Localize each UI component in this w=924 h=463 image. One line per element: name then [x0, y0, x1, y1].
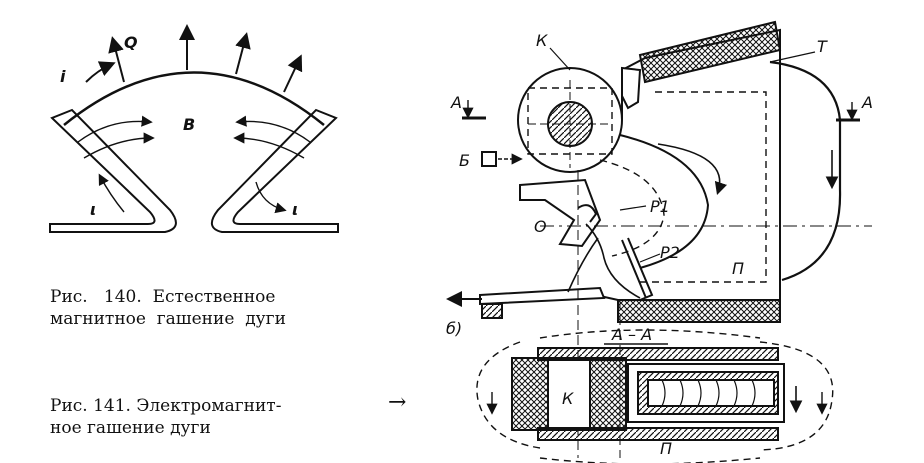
- label-plate2: Р2: [660, 243, 680, 262]
- right-horn-electrode: [211, 108, 339, 233]
- coil-section-right: [589, 357, 627, 431]
- arc-curve: [63, 71, 325, 126]
- label-section-right: А: [861, 93, 873, 112]
- label-section-left: А: [450, 93, 462, 112]
- plate-p1-inner: [599, 159, 665, 257]
- leader-p2: [639, 253, 661, 263]
- fig141-caption-line1: Рис. 141. Электромагнит-: [50, 396, 282, 416]
- upper-contact: [621, 66, 642, 110]
- section-flux-mid: [539, 329, 761, 339]
- terminal-block: [481, 303, 503, 319]
- heat-arrow-4: [283, 54, 303, 93]
- heat-arrow-3: [235, 32, 251, 75]
- flux-arrow-left: [657, 143, 728, 196]
- label-axis: О: [534, 217, 547, 236]
- moving-contact: [519, 178, 602, 248]
- lead-wire: [567, 237, 599, 293]
- label-pole-section: П: [660, 439, 672, 458]
- plate-p1: [619, 134, 710, 269]
- fig141-caption-line2: ное гашение дуги: [50, 418, 211, 438]
- bottom-bar: [479, 286, 606, 306]
- fig140-caption-line2: магнитное гашение дуги: [50, 309, 286, 329]
- coil-section-left: [511, 357, 549, 431]
- fig141-pointer-arrow: →: [388, 390, 407, 415]
- pole-top: [537, 347, 779, 361]
- chute-baffles: [661, 379, 756, 407]
- current-arrow-arc: [85, 61, 116, 83]
- fig140-caption-line1: Рис. 140. Естественное: [50, 287, 276, 307]
- label-pole: П: [732, 259, 744, 278]
- label-block: Б: [459, 151, 470, 170]
- field-line-3: [235, 115, 311, 143]
- label-field: B: [183, 115, 195, 134]
- label-current-left: ι: [90, 200, 96, 219]
- label-subfig: б): [446, 319, 462, 338]
- section-flux-left: [476, 341, 541, 449]
- fig141-section: [476, 329, 834, 463]
- left-horn-electrode: [49, 108, 177, 233]
- leader-k: [549, 47, 571, 71]
- section-flux-right: [759, 341, 834, 451]
- label-heat: Q: [124, 33, 138, 52]
- contact-tip: [577, 204, 598, 223]
- label-current-top: i: [60, 67, 66, 86]
- label-coil: К: [536, 31, 548, 50]
- label-coil-section: К: [562, 389, 574, 408]
- current-arrow-left: [98, 173, 125, 213]
- section-flux-bottom: [539, 457, 761, 463]
- field-line-4: [233, 132, 305, 159]
- runner-p2b: [621, 239, 647, 299]
- label-current-right: ι: [292, 200, 298, 219]
- field-line-1: [77, 115, 153, 143]
- heat-arrow-1: [108, 36, 125, 83]
- field-line-2: [83, 132, 155, 159]
- current-arrow-right: [255, 181, 287, 214]
- pole-bottom: [537, 427, 779, 441]
- label-section-title: А – А: [611, 325, 652, 344]
- coil-section-gap: [547, 357, 591, 431]
- fig141-diagram: [446, 20, 872, 458]
- arc-path: [585, 223, 641, 299]
- leader-p1: [619, 205, 647, 211]
- flux-arrow-right: [769, 60, 842, 282]
- label-transformer: Т: [817, 37, 828, 56]
- block-b: [481, 151, 497, 167]
- bottom-insulation: [617, 299, 781, 323]
- pole-dashed-outline: [640, 91, 767, 283]
- top-insulation: [638, 20, 782, 84]
- runner-p2: [627, 237, 654, 301]
- leader-t: [769, 51, 816, 63]
- chute-box-core: [647, 379, 775, 407]
- label-plate1: Р1: [650, 197, 670, 216]
- chute-outline: [599, 28, 781, 301]
- fig140-diagram: [49, 24, 339, 233]
